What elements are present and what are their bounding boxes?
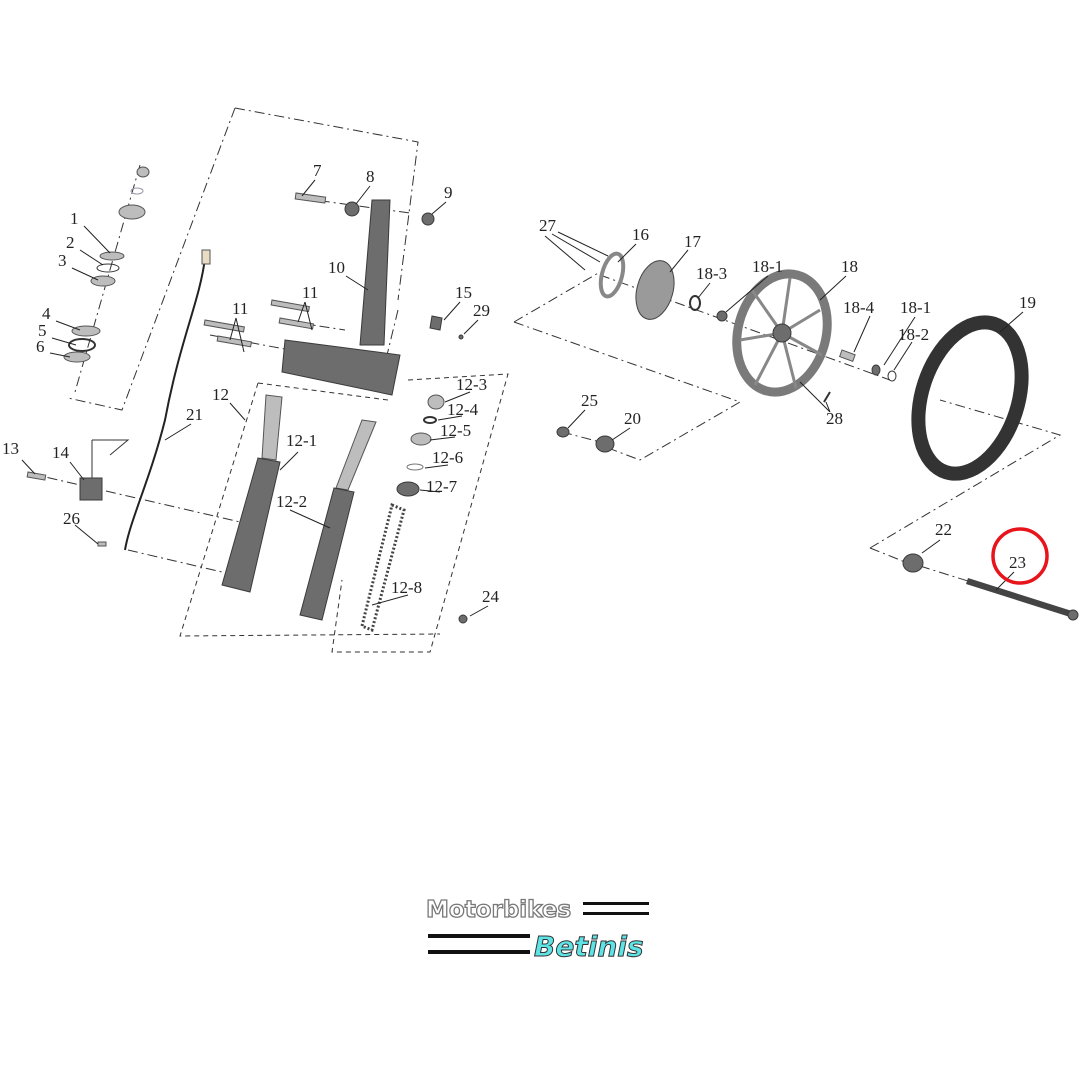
callout-3[interactable]: 3	[58, 251, 67, 270]
leader-lines	[21, 179, 1024, 617]
motorbikes-betinis-logo: Motorbikes Betinis	[425, 896, 649, 962]
callout-22[interactable]: 22	[935, 520, 952, 539]
highlight-circle	[991, 527, 1049, 585]
callout-17[interactable]: 17	[684, 232, 702, 251]
callout-18-4[interactable]: 18-4	[843, 298, 875, 317]
callout-1[interactable]: 1	[70, 209, 79, 228]
callout-7[interactable]: 7	[313, 161, 322, 180]
callout-26[interactable]: 26	[63, 509, 80, 528]
callout-25[interactable]: 25	[581, 391, 598, 410]
callout-12[interactable]: 12	[212, 385, 229, 404]
callout-labels: 1 2 3 4 5 6 7 8 9 10 11 11 12 12-1 12-2 …	[2, 161, 1036, 606]
callout-16[interactable]: 16	[632, 225, 649, 244]
callout-12-3[interactable]: 12-3	[456, 375, 487, 394]
callout-2[interactable]: 2	[66, 233, 75, 252]
callout-12-2[interactable]: 12-2	[276, 492, 307, 511]
callout-18-3[interactable]: 18-3	[696, 264, 727, 283]
logo-line1: Motorbikes	[426, 897, 571, 923]
callout-20[interactable]: 20	[624, 409, 641, 428]
callout-12-5[interactable]: 12-5	[440, 421, 471, 440]
callout-13[interactable]: 13	[2, 439, 19, 458]
callout-6[interactable]: 6	[36, 337, 45, 356]
callout-8[interactable]: 8	[366, 167, 375, 186]
callout-19[interactable]: 19	[1019, 293, 1036, 312]
callout-18-1b[interactable]: 18-1	[900, 298, 931, 317]
callout-12-7[interactable]: 12-7	[426, 477, 458, 496]
callout-18-2[interactable]: 18-2	[898, 325, 929, 344]
wheel-parts	[556, 251, 1079, 621]
logo-line2: Betinis	[534, 930, 644, 962]
callout-28[interactable]: 28	[826, 409, 843, 428]
callout-5[interactable]: 5	[38, 321, 47, 340]
steering-parts	[63, 166, 464, 396]
callout-9[interactable]: 9	[444, 183, 453, 202]
callout-24[interactable]: 24	[482, 587, 500, 606]
callout-11a[interactable]: 11	[232, 299, 248, 318]
callout-23[interactable]: 23	[1009, 553, 1026, 572]
callout-27[interactable]: 27	[539, 216, 557, 235]
callout-18-1a[interactable]: 18-1	[752, 257, 783, 276]
callout-12-1[interactable]: 12-1	[286, 431, 317, 450]
callout-12-8[interactable]: 12-8	[391, 578, 422, 597]
callout-11b[interactable]: 11	[302, 283, 318, 302]
callout-29[interactable]: 29	[473, 301, 490, 320]
callout-12-4[interactable]: 12-4	[447, 400, 479, 419]
fork-parts	[26, 249, 468, 633]
callout-10[interactable]: 10	[328, 258, 345, 277]
callout-21[interactable]: 21	[186, 405, 203, 424]
callout-4[interactable]: 4	[42, 304, 51, 323]
callout-15[interactable]: 15	[455, 283, 472, 302]
callout-14[interactable]: 14	[52, 443, 70, 462]
assembly-boundaries	[27, 107, 1071, 653]
callout-18[interactable]: 18	[841, 257, 858, 276]
callout-12-6[interactable]: 12-6	[432, 448, 463, 467]
